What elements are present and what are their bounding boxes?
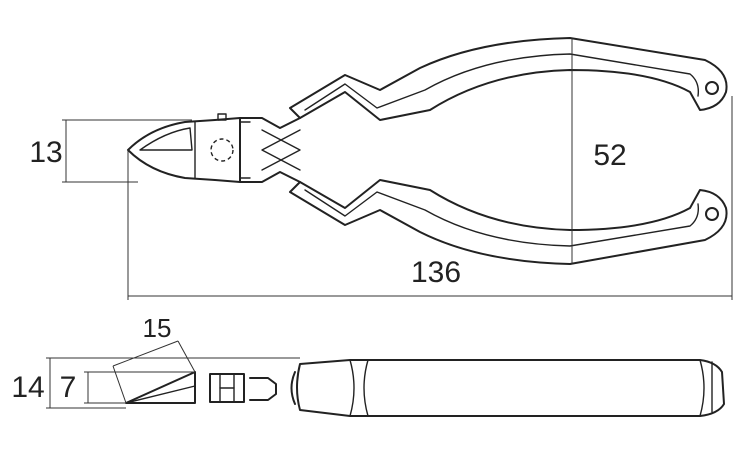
dim-label-overall-length: 136 [411, 256, 461, 289]
side-handle-band-2 [363, 359, 369, 417]
pliers-top-view: 13 52 136 [29, 37, 733, 300]
upper-handle-outline [289, 37, 728, 121]
jaw-hinge-plate [194, 121, 251, 179]
side-neck-cap [290, 371, 296, 405]
dim-15-line [112, 340, 179, 367]
lower-handle-hole [705, 207, 719, 221]
side-blade-edge [125, 385, 196, 404]
pivot-joint [210, 138, 234, 162]
side-blade [125, 371, 196, 404]
upper-handle-hole [705, 81, 719, 95]
cutting-jaws [127, 117, 241, 183]
side-handle-body [296, 359, 725, 417]
upper-handle-grip-line [304, 53, 700, 111]
neck-lower [239, 171, 301, 183]
neck-upper [239, 117, 301, 129]
dim-15-ext-right [177, 340, 196, 373]
dim-label-side-thickness: 14 [11, 371, 44, 404]
dim-label-handle-spread: 52 [593, 139, 626, 172]
pliers-side-view: 15 14 7 [11, 313, 725, 417]
side-joint-block [209, 373, 245, 403]
side-handle-front-band [349, 359, 355, 417]
jaw-bevel [139, 127, 193, 151]
lower-handle-outline [289, 179, 728, 265]
neck-crossing [261, 129, 301, 171]
dim-label-jaw-thickness: 7 [60, 371, 77, 404]
side-neck [249, 377, 277, 401]
dim-label-blade-angle: 15 [143, 313, 172, 343]
joint-rivet-top [217, 113, 227, 121]
side-handle-rear-band [699, 359, 705, 417]
lower-handle-grip-line [304, 189, 700, 247]
dim-label-jaw-height: 13 [29, 136, 62, 169]
